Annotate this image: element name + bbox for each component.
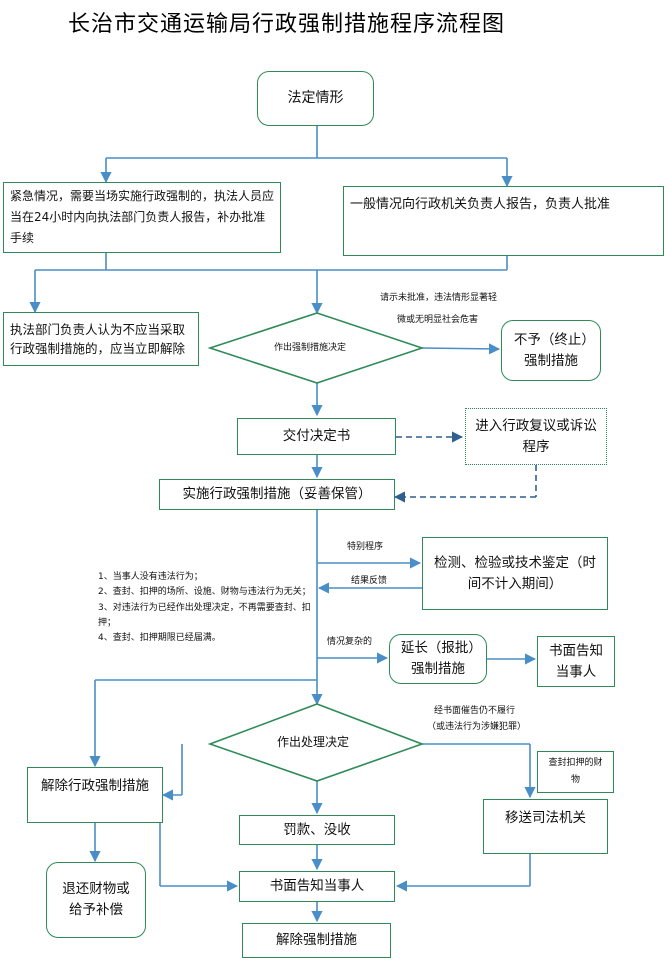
node-text: 执法部门负责人认为不应当采取行政强制措施的，应当立即解除 — [10, 321, 186, 356]
no-measure-box: 不予（终止）强制措施 — [501, 320, 601, 381]
condition-item: 1、当事人没有违法行为； — [98, 572, 203, 582]
seized-property-box: 查封扣押的财物 — [537, 751, 614, 793]
node-text: 法定情形 — [287, 89, 344, 106]
condition-item: 4、查封、扣押期限已经届满。 — [98, 633, 221, 644]
node-text: 检测、检验或技术鉴定（时间不计入期间） — [434, 554, 596, 592]
node-text: 书面告知当事人 — [269, 878, 365, 895]
feedback-label: 结果反馈 — [351, 576, 388, 586]
lift-measure-box: 解除行政强制措施 — [27, 767, 163, 823]
review-litigation-box: 进入行政复议或诉讼程序 — [465, 408, 607, 465]
node-text: 进入行政复议或诉讼程序 — [475, 417, 597, 455]
node-text: 实施行政强制措施（妥善保管） — [182, 486, 372, 503]
not-approved-label-1: 请示未批准，违法情形显著轻 — [380, 293, 498, 303]
unfulfilled-label-1: 经书面催告仍不履行 — [434, 706, 516, 716]
emergency-box: 紧急情况，需要当场实施行政强制的，执法人员应当在24小时内向执法部门负责人报告，… — [3, 182, 281, 253]
node-text: 解除强制措施 — [276, 932, 357, 949]
node-text: 解除行政强制措施 — [41, 778, 149, 794]
not-approved-label-2: 微或无明显社会危害 — [397, 315, 479, 325]
notify-party-box: 书面告知当事人 — [537, 636, 615, 687]
legal-situation-box: 法定情形 — [257, 71, 374, 126]
node-text: 交付决定书 — [282, 428, 351, 445]
inspection-box: 检测、检验或技术鉴定（时间不计入期间） — [422, 537, 608, 610]
node-text: 书面告知当事人 — [549, 642, 603, 680]
fine-confiscate-box: 罚款、没收 — [239, 815, 395, 845]
lift-final-box: 解除强制措施 — [242, 923, 391, 958]
unfulfilled-label-2: （或违法行为涉嫌犯罪） — [427, 722, 527, 732]
arrow — [421, 343, 501, 355]
general-box: 一般情况向行政机关负责人报告，负责人批准 — [343, 186, 664, 256]
notify-party-final-box: 书面告知当事人 — [239, 871, 395, 902]
decide-measure-text: 作出强制措施决定 — [274, 343, 347, 353]
page-title: 长治市交通运输局行政强制措施程序流程图 — [68, 12, 506, 37]
condition-item: 3、对违法行为已经作出处理决定，不再需要查封、扣押； — [98, 602, 311, 628]
node-text: 移送司法机关 — [505, 810, 586, 826]
node-text: 紧急情况，需要当场实施行政强制的，执法人员应当在24小时内向执法部门负责人报告，… — [10, 189, 275, 245]
deliver-decision-box: 交付决定书 — [237, 418, 396, 455]
implement-measure-box: 实施行政强制措施（妥善保管） — [159, 479, 395, 510]
conditions-list: 1、当事人没有违法行为； 2、查封、扣押的场所、设施、财物与违法行为无关； 3、… — [98, 570, 320, 646]
refund-box: 退还财物或给予补偿 — [46, 862, 146, 938]
node-text: 查封扣押的财物 — [548, 757, 603, 785]
extend-box: 延长（报批）强制措施 — [389, 634, 487, 684]
node-text: 一般情况向行政机关负责人报告，负责人批准 — [350, 197, 611, 212]
condition-item: 2、查封、扣押的场所、设施、财物与违法行为无关； — [98, 587, 311, 598]
complex-label: 情况复杂的 — [327, 637, 373, 647]
node-text: 延长（报批）强制措施 — [400, 640, 476, 677]
node-text: 不予（终止）强制措施 — [513, 331, 589, 369]
node-text: 退还财物或给予补偿 — [62, 881, 130, 918]
decision-diamond — [207, 703, 425, 782]
decide-handle-text: 作出处理决定 — [277, 735, 350, 749]
node-text: 罚款、没收 — [283, 821, 351, 838]
transfer-judicial-box: 移送司法机关 — [483, 799, 608, 854]
release-immediate-box: 执法部门负责人认为不应当采取行政强制措施的，应当立即解除 — [3, 312, 199, 366]
special-procedure-label: 特别程序 — [347, 542, 384, 552]
decision-diamond — [207, 312, 425, 384]
